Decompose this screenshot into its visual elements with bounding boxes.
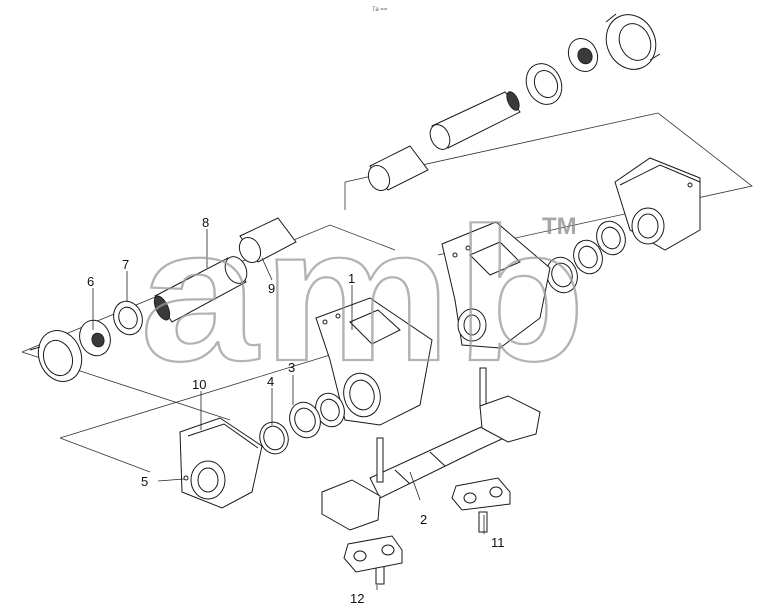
upper-seal-ring [567, 37, 599, 73]
center-rings [259, 392, 345, 455]
right-spring-seat [451, 477, 511, 511]
left-shaft [153, 256, 248, 323]
upper-shaft [429, 91, 521, 150]
callout-10: 10 [192, 377, 206, 392]
upper-washer [525, 63, 563, 105]
callout-11: 11 [491, 535, 505, 550]
right-bracket-housing [441, 221, 551, 349]
upper-end-cap [605, 13, 661, 70]
callout-1: 1 [348, 271, 355, 286]
left-seal-ring [79, 319, 111, 357]
callout-9: 9 [268, 281, 275, 296]
left-sleeve [238, 217, 297, 264]
left-trunnion-bracket [179, 417, 263, 509]
leader-lines [92, 229, 485, 590]
callout-2: 2 [420, 512, 427, 527]
assembly-frame-lower [59, 354, 331, 473]
watermark-trademark: TM [542, 213, 577, 240]
right-rings [546, 220, 626, 294]
left-washer [113, 300, 143, 336]
callout-12: 12 [350, 591, 364, 606]
assembly-frame-upper [344, 112, 753, 256]
callout-8: 8 [202, 215, 209, 230]
callout-5: 5 [141, 474, 148, 489]
center-spring-seat [343, 535, 403, 573]
axle-beam [321, 395, 541, 531]
watermark-text: amb [140, 189, 590, 401]
left-end-cap [29, 330, 83, 382]
callout-6: 6 [87, 274, 94, 289]
upper-sleeve [367, 145, 429, 192]
callout-labels: 1 2 3 4 5 6 7 8 9 10 11 12 [87, 215, 505, 606]
center-bracket-housing [315, 297, 433, 426]
callout-4: 4 [267, 374, 274, 389]
callout-7: 7 [122, 257, 129, 272]
top-mark: 7a == [372, 7, 388, 13]
watermark: amb TM [139, 188, 590, 402]
right-trunnion-bracket [614, 157, 701, 251]
callout-3: 3 [288, 360, 295, 375]
